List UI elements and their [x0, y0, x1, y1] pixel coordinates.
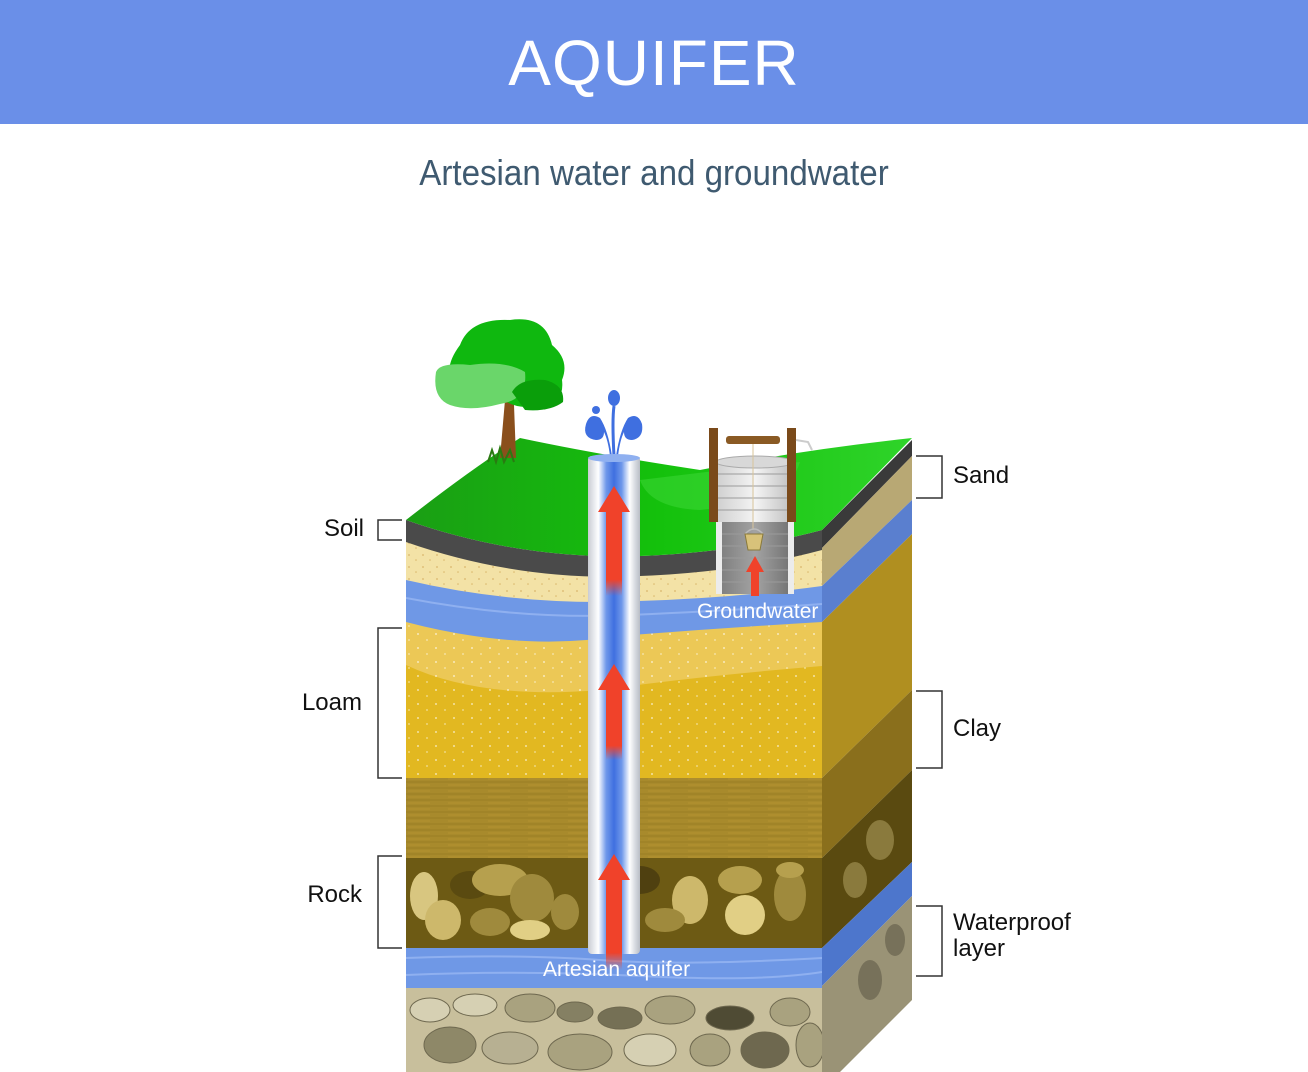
- label-waterproof-line1: Waterproof: [953, 909, 1071, 936]
- side-face: [822, 440, 912, 1072]
- title-banner: AQUIFER: [0, 0, 1308, 124]
- label-brackets: [377, 455, 943, 977]
- tree-icon: [435, 319, 565, 466]
- label-clay: Clay: [953, 715, 1002, 742]
- page-subtitle: Artesian water and groundwater: [419, 152, 889, 193]
- label-sand: Sand: [953, 462, 1010, 489]
- up-arrow-icon: [746, 556, 764, 596]
- page-title: AQUIFER: [508, 27, 800, 99]
- up-arrow-icon: [598, 486, 630, 970]
- fountain-icon: [585, 390, 643, 457]
- label-waterproof-line2: layer: [953, 935, 1006, 963]
- bucket-icon: [744, 528, 764, 551]
- label-rock: Rock: [307, 881, 362, 908]
- label-artesian-aquifer: Artesian aquifer: [543, 958, 691, 981]
- label-groundwater: Groundwater: [697, 600, 819, 623]
- label-loam: Loam: [301, 689, 362, 716]
- label-waterproof-layer: Waterproof layer: [953, 909, 1071, 963]
- label-soil: Soil: [323, 515, 364, 542]
